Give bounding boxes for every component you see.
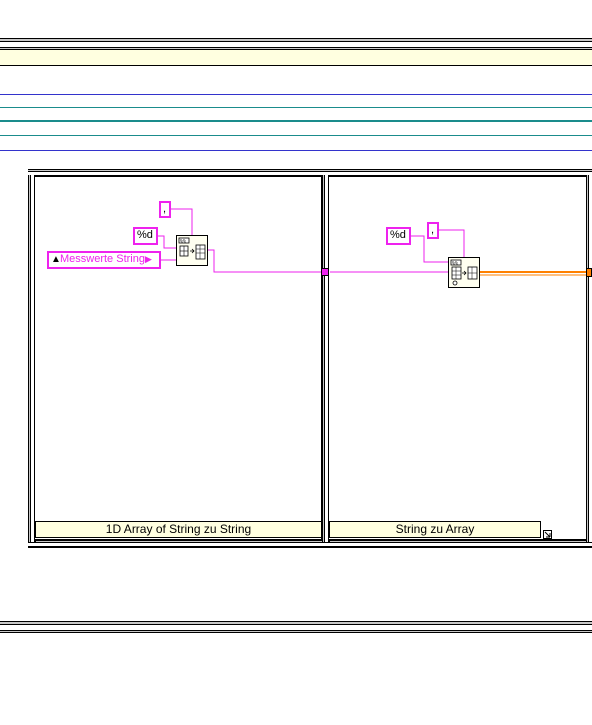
messwerte-string-control[interactable]: ▲Messwerte String▶ <box>47 251 161 269</box>
messwerte-string-label: Messwerte String <box>60 253 145 265</box>
teal-wire-3 <box>0 135 592 136</box>
svg-text:%%: %% <box>180 239 186 245</box>
outer-sequence-top-border <box>0 38 592 50</box>
blue-wire-1 <box>0 94 592 95</box>
format-constant-2[interactable]: %d <box>386 227 411 245</box>
wire-format-1 <box>157 235 176 249</box>
format-constant-1[interactable]: %d <box>133 227 158 245</box>
blue-wire-2 <box>0 150 592 151</box>
sequence-frame-2[interactable]: String zu Array <box>328 176 587 540</box>
upper-frame-band <box>0 50 592 66</box>
delimiter-constant-2[interactable]: , <box>427 222 439 239</box>
wire-delimiter-1 <box>170 208 193 239</box>
spreadsheet-string-to-array-icon[interactable]: %% <box>448 257 480 288</box>
wire-format-2 <box>410 235 448 263</box>
teal-wire-1 <box>0 107 592 108</box>
wire-delimiter-2 <box>438 229 465 259</box>
teal-wire-2 <box>0 120 592 122</box>
wire-output-1 <box>208 249 322 273</box>
array-to-spreadsheet-string-icon[interactable]: %% <box>176 235 208 266</box>
sequence-bottom-strip <box>28 540 592 548</box>
resize-handle-icon[interactable] <box>543 530 552 539</box>
control-terminal-arrow-icon: ▶ <box>144 254 152 264</box>
delimiter-constant-1[interactable]: , <box>159 201 171 218</box>
sequence-tunnel[interactable] <box>321 268 329 276</box>
frame-1-label[interactable]: 1D Array of String zu String <box>35 521 322 538</box>
arrow-up-icon: ▲ <box>51 254 61 265</box>
outer-sequence-bottom-border <box>0 621 592 633</box>
frame-2-label[interactable]: String zu Array <box>329 521 541 538</box>
output-tunnel[interactable] <box>586 268 592 277</box>
svg-text:%%: %% <box>452 261 458 267</box>
